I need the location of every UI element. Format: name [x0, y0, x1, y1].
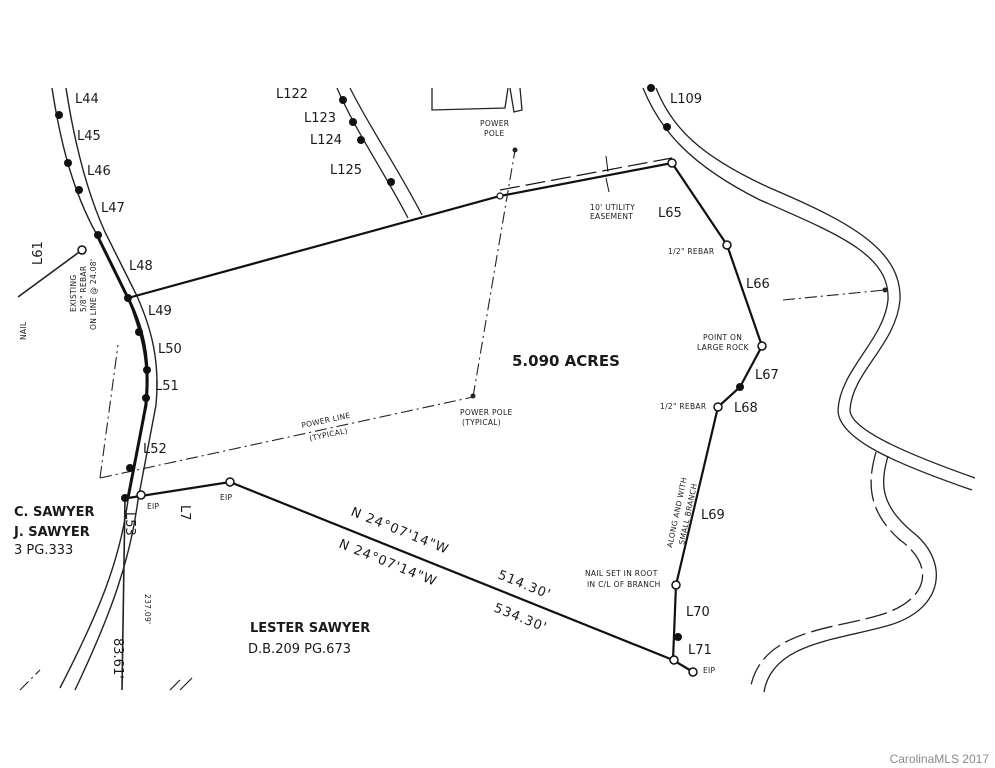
existing-rebar-note: EXISTING: [69, 275, 78, 312]
power-pole-typ-note-2: (TYPICAL): [462, 418, 501, 427]
label-l47: L47: [101, 201, 125, 216]
utility-easement: [499, 157, 673, 191]
easement-arrow-2: [605, 177, 610, 193]
label-l124: L124: [310, 133, 342, 148]
label-l109: L109: [670, 92, 702, 107]
power-pole-typ-note: POWER POLE: [460, 408, 513, 417]
bearings: N 24°07'14"W 514.30' N 24°07'14"W 534.30…: [337, 505, 554, 636]
label-l67: L67: [755, 368, 779, 383]
utility-easement-note-2: EASEMENT: [590, 212, 633, 221]
segment-labels: L44 L45 L46 L47 L48 L49 L50 L51 L52 L53 …: [31, 87, 779, 658]
label-l53: L53: [122, 512, 137, 536]
label-l44: L44: [75, 92, 99, 107]
west-lines: [17, 249, 126, 691]
north-road: [336, 87, 423, 219]
dim-left-2: 237.09': [143, 594, 152, 624]
label-l7: L7: [177, 505, 192, 521]
label-l66: L66: [746, 277, 770, 292]
nail-left-note: NAIL: [19, 321, 28, 340]
nail-note-2: IN C/L OF BRANCH: [587, 580, 661, 589]
power-pole-note: POWER: [480, 119, 509, 128]
owner-south-name: LESTER SAWYER: [250, 621, 370, 636]
eip-note-3: EIP: [703, 666, 716, 675]
eip-note-2: EIP: [220, 493, 233, 502]
utility-easement-note: 10' UTILITY: [590, 203, 635, 212]
label-l125: L125: [330, 163, 362, 178]
rebar-note-1: 1/2" REBAR: [668, 247, 714, 256]
label-l70: L70: [686, 605, 710, 620]
owner-left-2: J. SAWYER: [13, 525, 90, 540]
label-l49: L49: [148, 304, 172, 319]
rock-note-2: LARGE ROCK: [697, 343, 750, 352]
label-l69: L69: [701, 508, 725, 523]
nail-note: NAIL SET IN ROOT: [585, 569, 658, 578]
label-l65: L65: [658, 206, 682, 221]
boundary-markers: [55, 84, 767, 677]
label-l123: L123: [304, 111, 336, 126]
watermark: CarolinaMLS 2017: [889, 752, 989, 766]
dim-left-1: 83.61': [110, 638, 125, 679]
label-l61: L61: [31, 241, 46, 265]
label-l52: L52: [143, 442, 167, 457]
property-boundary: [127, 161, 764, 673]
rebar-note-2: 1/2" REBAR: [660, 402, 706, 411]
power-pole-markers: [470, 147, 888, 399]
boundary-west-heavy: [95, 234, 149, 499]
owners: C. SAWYER J. SAWYER 3 PG.333 LESTER SAWY…: [13, 505, 370, 657]
eip-note-1: EIP: [147, 502, 160, 511]
existing-rebar-note-2: 5/8" REBAR: [79, 266, 88, 312]
label-l48: L48: [129, 259, 153, 274]
label-l50: L50: [158, 342, 182, 357]
owner-left-1: C. SAWYER: [14, 505, 95, 520]
existing-rebar-note-3: ON LINE @ 24.08': [89, 259, 98, 330]
hatch-marks: [169, 677, 193, 691]
owner-south-deed: D.B.209 PG.673: [248, 642, 351, 657]
label-l71: L71: [688, 643, 712, 658]
label-l51: L51: [155, 379, 179, 394]
southeast-road: [749, 451, 937, 693]
label-l46: L46: [87, 164, 111, 179]
label-l45: L45: [77, 129, 101, 144]
label-l122: L122: [276, 87, 308, 102]
acreage-label: 5.090 ACRES: [512, 352, 620, 370]
northeast-road: [642, 87, 976, 491]
structure: [431, 87, 523, 113]
power-pole-note-2: POLE: [484, 129, 505, 138]
power-line: [19, 149, 886, 691]
power-line-note-2: (TYPICAL): [309, 426, 349, 443]
owner-left-3: 3 PG.333: [14, 543, 73, 558]
rock-note: POINT ON: [703, 333, 742, 342]
label-l68: L68: [734, 401, 758, 416]
notes: 10' UTILITY EASEMENT POWER POLE POWER PO…: [19, 119, 750, 675]
distance-1: 514.30': [496, 568, 554, 603]
easement-arrow: [605, 155, 609, 173]
